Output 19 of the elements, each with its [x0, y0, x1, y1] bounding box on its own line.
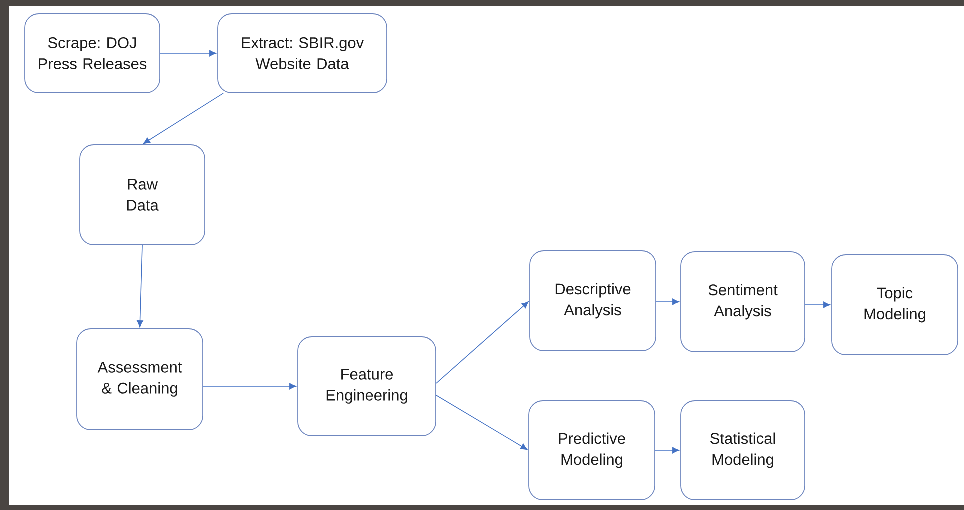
process-box: Sentiment Analysis [680, 252, 806, 352]
arrow [656, 298, 680, 306]
process-box: Statistical Modeling [680, 400, 806, 500]
arrow [143, 93, 224, 144]
arrow [137, 245, 144, 328]
process-box: Assessment & Cleaning [76, 328, 204, 430]
process-box: Extract: SBIR.gov Website Data [218, 14, 388, 94]
process-box: Scrape: DOJ Press Releases [24, 14, 160, 94]
process-box: Topic Modeling [832, 254, 958, 356]
arrow [436, 302, 529, 384]
arrow [436, 395, 528, 450]
arrow [805, 302, 831, 308]
process-box: Predictive Modeling [528, 400, 656, 500]
process-box: Descriptive Analysis [530, 250, 656, 352]
arrow [160, 50, 217, 57]
arrow [203, 383, 297, 390]
process-box: Feature Engineering [298, 336, 436, 436]
process-box: Raw Data [80, 144, 206, 246]
arrow [655, 447, 680, 454]
